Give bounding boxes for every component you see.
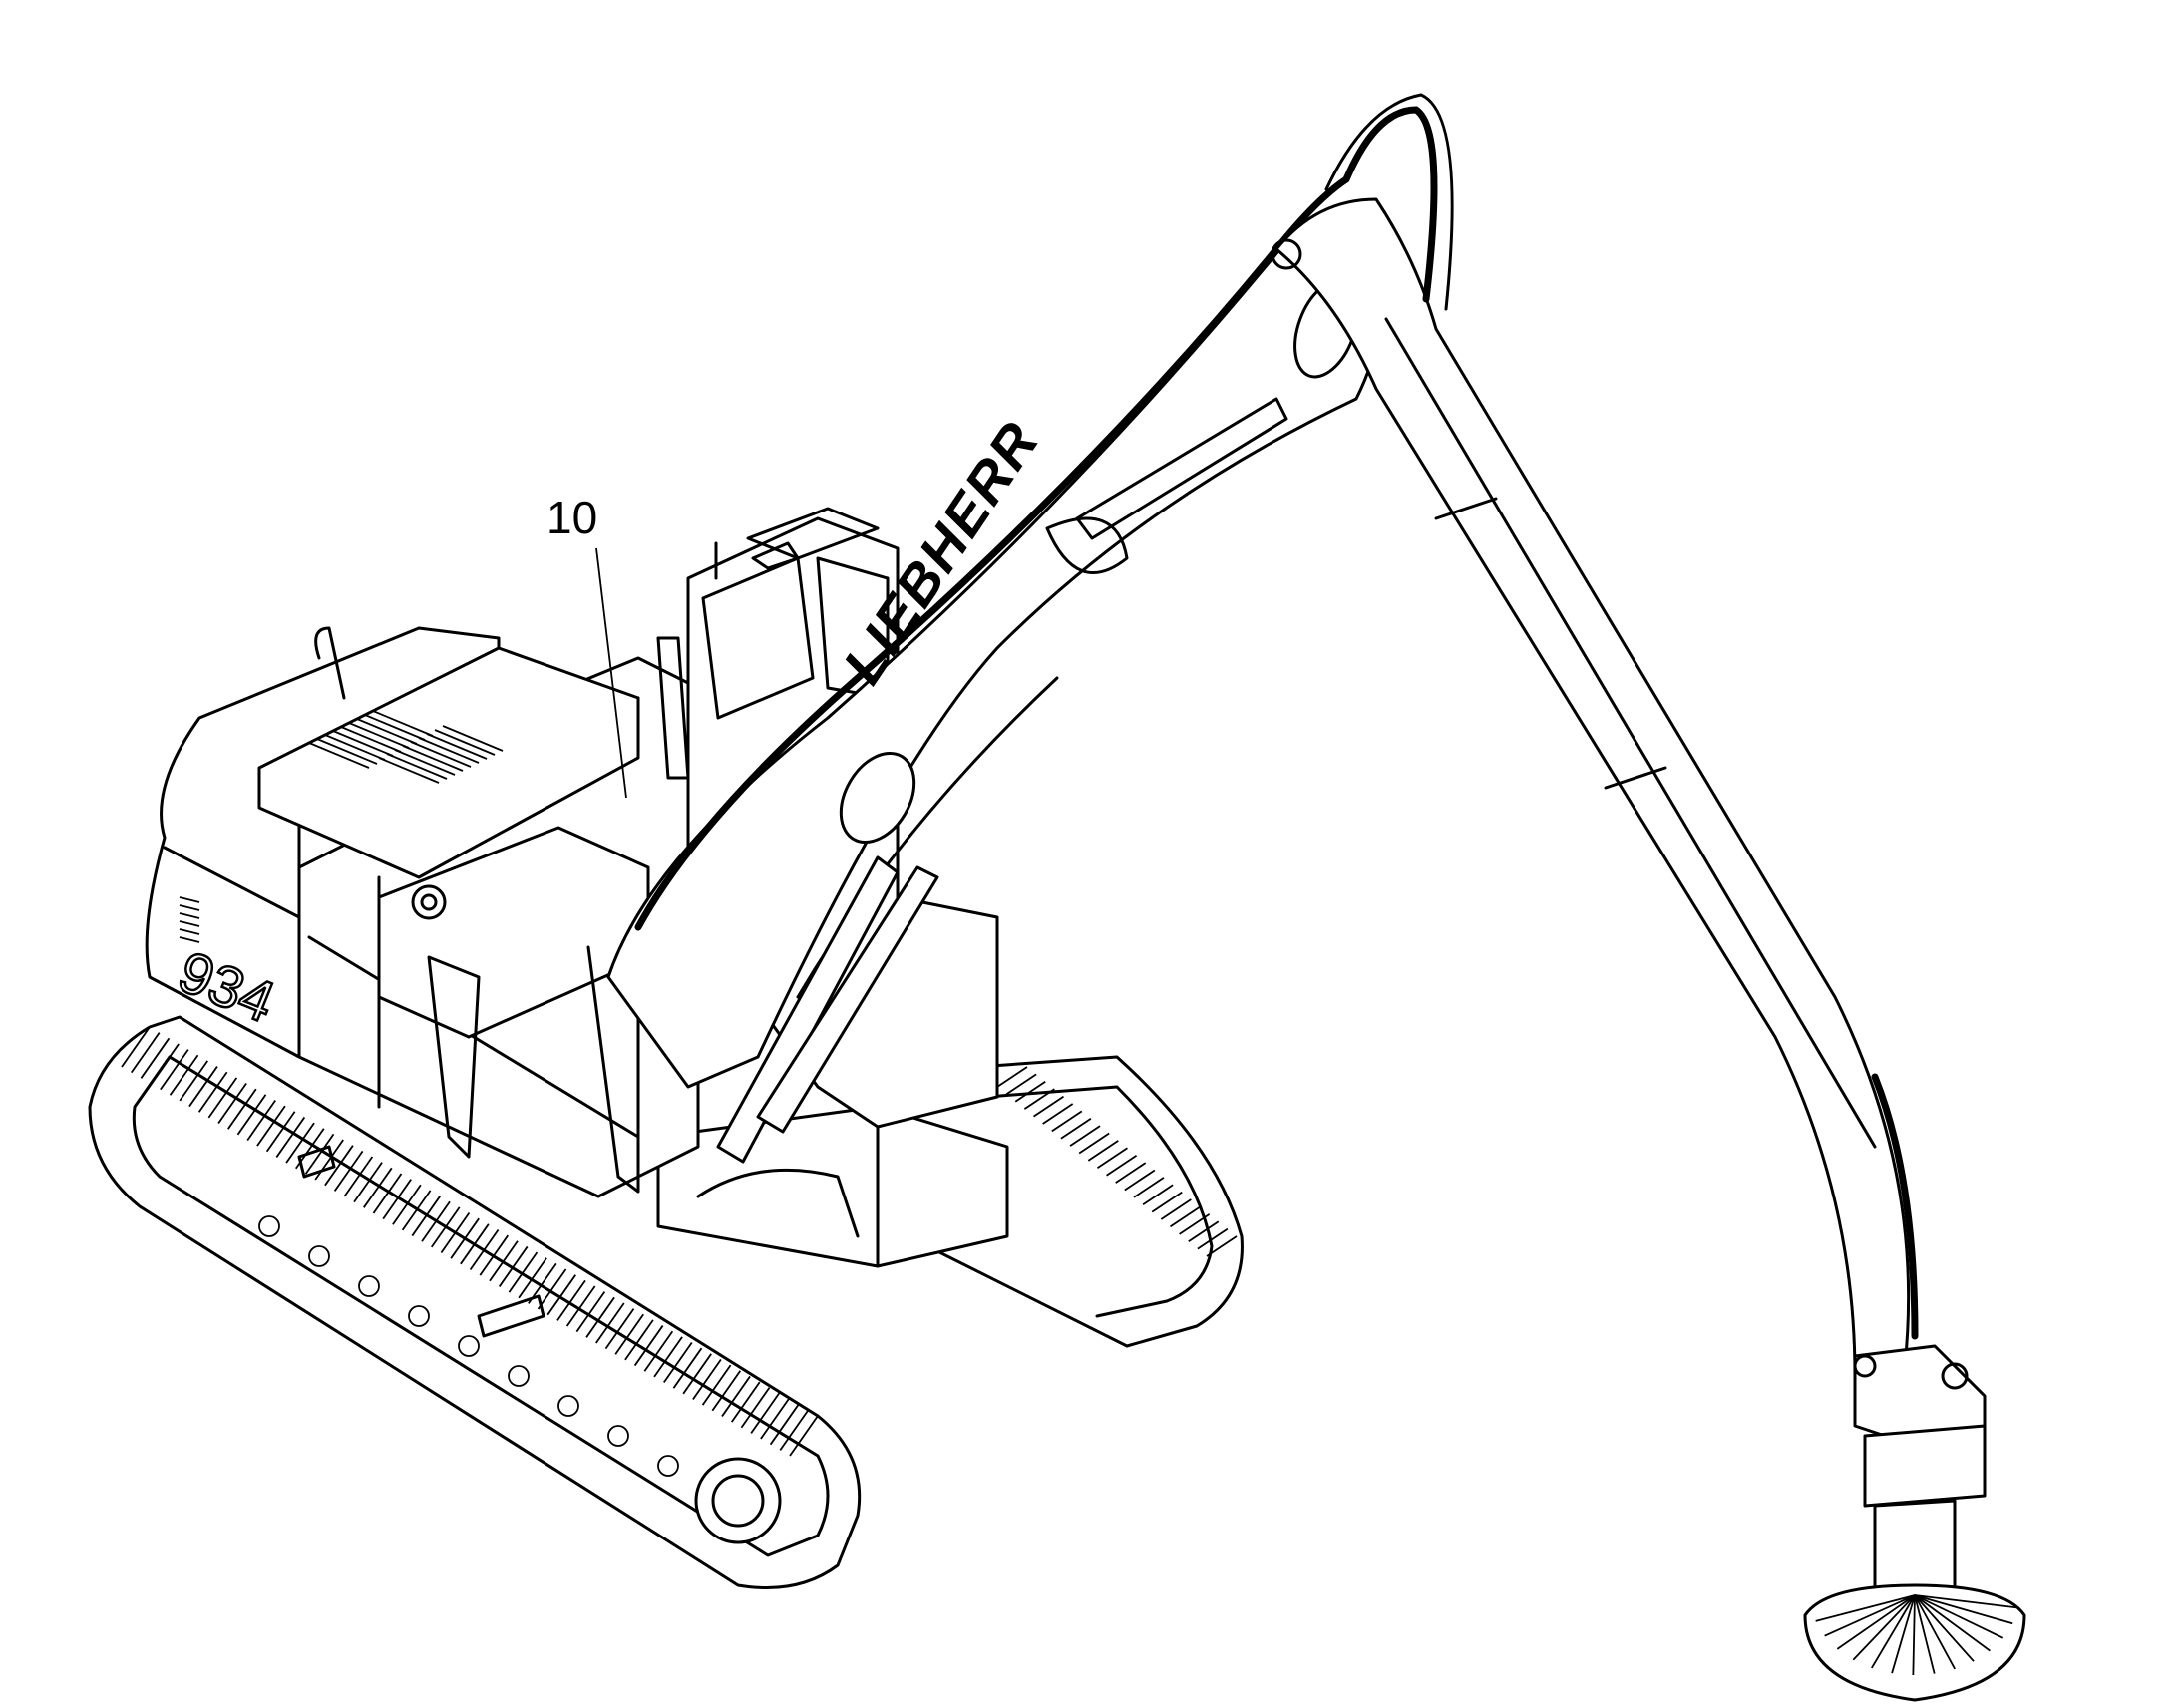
undercarriage-carbody (656, 1105, 1009, 1268)
idler-wheel (694, 1457, 782, 1544)
magnet-ribs (1815, 1594, 2018, 1676)
engine-grille (308, 710, 504, 784)
right-track-shoes (996, 1066, 1238, 1257)
rotator-unit (1863, 1424, 1987, 1508)
rotator-attachment (1803, 1344, 2026, 1702)
cab-ladder (656, 636, 690, 780)
callout-label: 10 (546, 492, 597, 543)
hydraulic-hoses (1342, 106, 1438, 303)
left-track-rollers (258, 1215, 729, 1507)
fuel-cap (411, 884, 447, 920)
engine-hood (257, 646, 640, 879)
left-track-shoes (121, 1026, 819, 1457)
magnet-plate (1803, 1583, 2026, 1702)
right-crawler-track (866, 1055, 1244, 1348)
upper-house: 934 (145, 626, 700, 1198)
stick-arm (1271, 93, 1919, 1378)
cab-window-front (701, 556, 815, 720)
boom-cylinder-left (716, 855, 900, 1164)
handrail (427, 955, 481, 1159)
side-vents (179, 896, 200, 943)
left-crawler-track (88, 1015, 862, 1589)
callout-10: 10 (546, 492, 627, 799)
callout-leader (595, 547, 627, 799)
exhaust-pipe (314, 626, 346, 700)
boom-cylinder-right (756, 865, 939, 1134)
stick-cylinder (1075, 397, 1288, 540)
